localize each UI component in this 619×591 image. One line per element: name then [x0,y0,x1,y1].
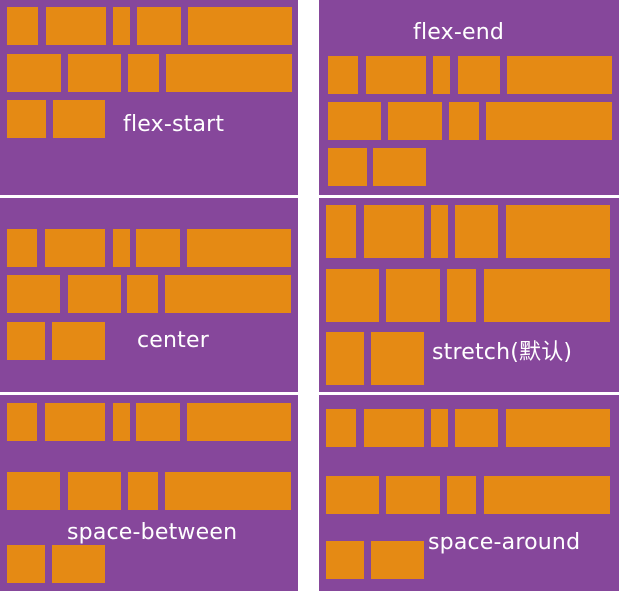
flex-item [326,476,379,514]
flex-item [137,7,181,45]
flex-item [7,229,37,267]
panel-label-stretch: stretch(默认) [432,340,573,365]
panel-center: center [0,198,298,392]
flex-item [507,56,612,94]
flex-item [7,100,46,138]
flex-item [187,403,291,441]
flex-item [7,472,60,510]
flex-item [371,541,424,579]
flex-item [7,322,45,360]
flex-item [113,229,130,267]
flex-item [484,476,610,514]
flex-item [68,54,121,92]
flex-item [484,269,610,322]
flex-item [449,102,479,140]
flex-item [328,56,358,94]
flex-item [371,332,424,385]
panel-space-around: space-around [319,395,619,591]
flex-item [166,54,292,92]
flex-item [7,7,38,45]
flex-item [188,7,292,45]
flex-item [165,275,291,313]
flex-item [7,545,45,583]
flex-item [326,269,379,322]
panel-label-center: center [137,328,209,353]
panel-stretch: stretch(默认) [319,198,619,392]
flex-item [7,275,60,313]
flex-item [113,403,130,441]
panel-label-flex-end: flex-end [413,20,505,45]
panel-flex-start: flex-start [0,0,298,195]
flex-item [7,403,37,441]
flex-item [45,229,105,267]
flex-item [366,56,426,94]
flex-item [506,205,610,258]
flex-item [447,476,476,514]
flex-item [68,275,121,313]
flex-item [128,54,159,92]
flex-item [113,7,130,45]
flex-item [52,322,105,360]
flex-item [455,205,498,258]
flex-item [326,541,364,579]
flex-item [136,403,180,441]
panel-label-flex-start: flex-start [123,112,225,137]
flex-item [46,7,106,45]
flex-item [328,148,367,186]
flex-item [45,403,105,441]
flex-item [455,409,498,447]
flex-item [386,476,440,514]
flex-item [127,275,158,313]
flex-item [388,102,442,140]
flex-item [326,332,364,385]
flex-item [431,205,448,258]
flex-item [386,269,440,322]
flex-item [68,472,121,510]
panel-label-space-between: space-between [67,520,238,545]
flex-item [486,102,612,140]
flex-item [187,229,291,267]
flex-item [373,148,426,186]
flex-item [52,545,105,583]
flex-item [458,56,500,94]
flex-item [53,100,105,138]
flex-item [364,205,424,258]
flex-item [128,472,158,510]
flex-item [364,409,424,447]
flex-item [328,102,381,140]
flex-item [165,472,291,510]
flex-item [326,409,356,447]
panel-label-space-around: space-around [428,530,581,555]
panel-space-between: space-between [0,395,298,591]
flex-item [447,269,476,322]
flex-item [7,54,61,92]
flex-item [136,229,180,267]
flex-item [506,409,610,447]
flex-item [433,56,450,94]
panel-flex-end: flex-end [319,0,619,195]
flex-item [326,205,356,258]
flex-item [431,409,448,447]
